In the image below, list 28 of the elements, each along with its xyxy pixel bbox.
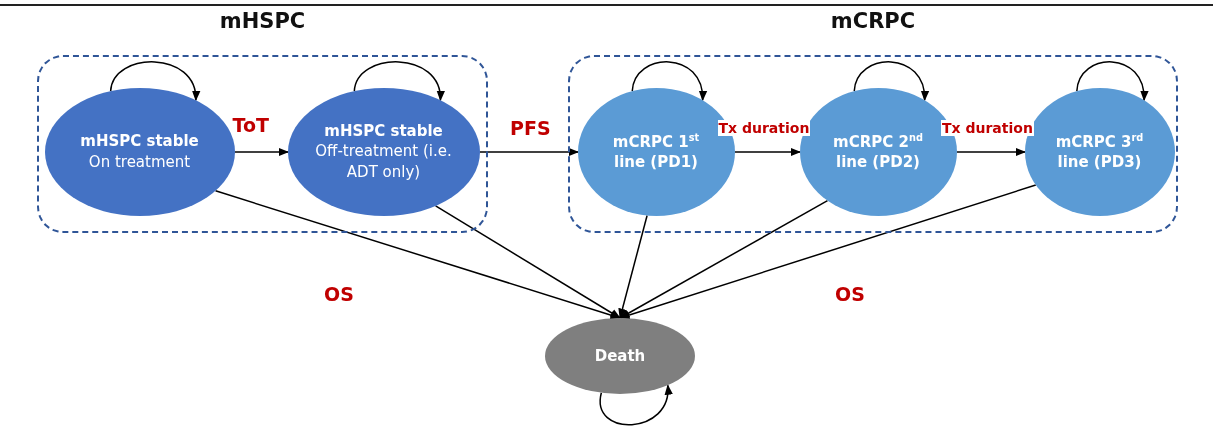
edge-label: Tx duration — [717, 120, 811, 136]
state-name: mHSPC stable — [80, 131, 199, 152]
group-heading: mCRPC — [829, 9, 917, 33]
transition-arrow — [234, 147, 290, 157]
state-detail: Off-treatment (i.e. ADT only) — [314, 141, 453, 182]
transition-arrow — [434, 205, 621, 319]
state-name: mCRPC 2$^{nd}$ line (PD2) — [832, 130, 924, 173]
self-loop-arrow — [353, 61, 444, 102]
transition-arrow — [618, 214, 648, 319]
edge-label: Tx duration — [941, 120, 1034, 136]
transition-arrow — [956, 147, 1027, 157]
transition-arrow — [619, 199, 829, 319]
transition-arrow — [619, 184, 1037, 320]
transition-arrow — [479, 147, 580, 157]
state-detail: On treatment — [88, 151, 191, 172]
state-name: mCRPC 3$^{rd}$ line (PD3) — [1054, 130, 1145, 173]
state-name: Death — [594, 345, 646, 367]
self-loop-arrow — [1076, 61, 1148, 102]
state-name: mCRPC 1$^{st}$ line (PD1) — [611, 130, 701, 173]
self-loop-arrow — [599, 384, 672, 426]
group-heading: mHSPC — [218, 9, 307, 33]
outcome-label: OS — [324, 283, 354, 305]
state-name: mHSPC stable — [324, 121, 443, 142]
self-loop-arrow — [631, 61, 707, 102]
outcome-label: OS — [835, 283, 865, 305]
self-loop-arrow — [853, 61, 929, 102]
self-loop-arrow — [109, 61, 199, 102]
transition-arrow — [734, 147, 802, 157]
